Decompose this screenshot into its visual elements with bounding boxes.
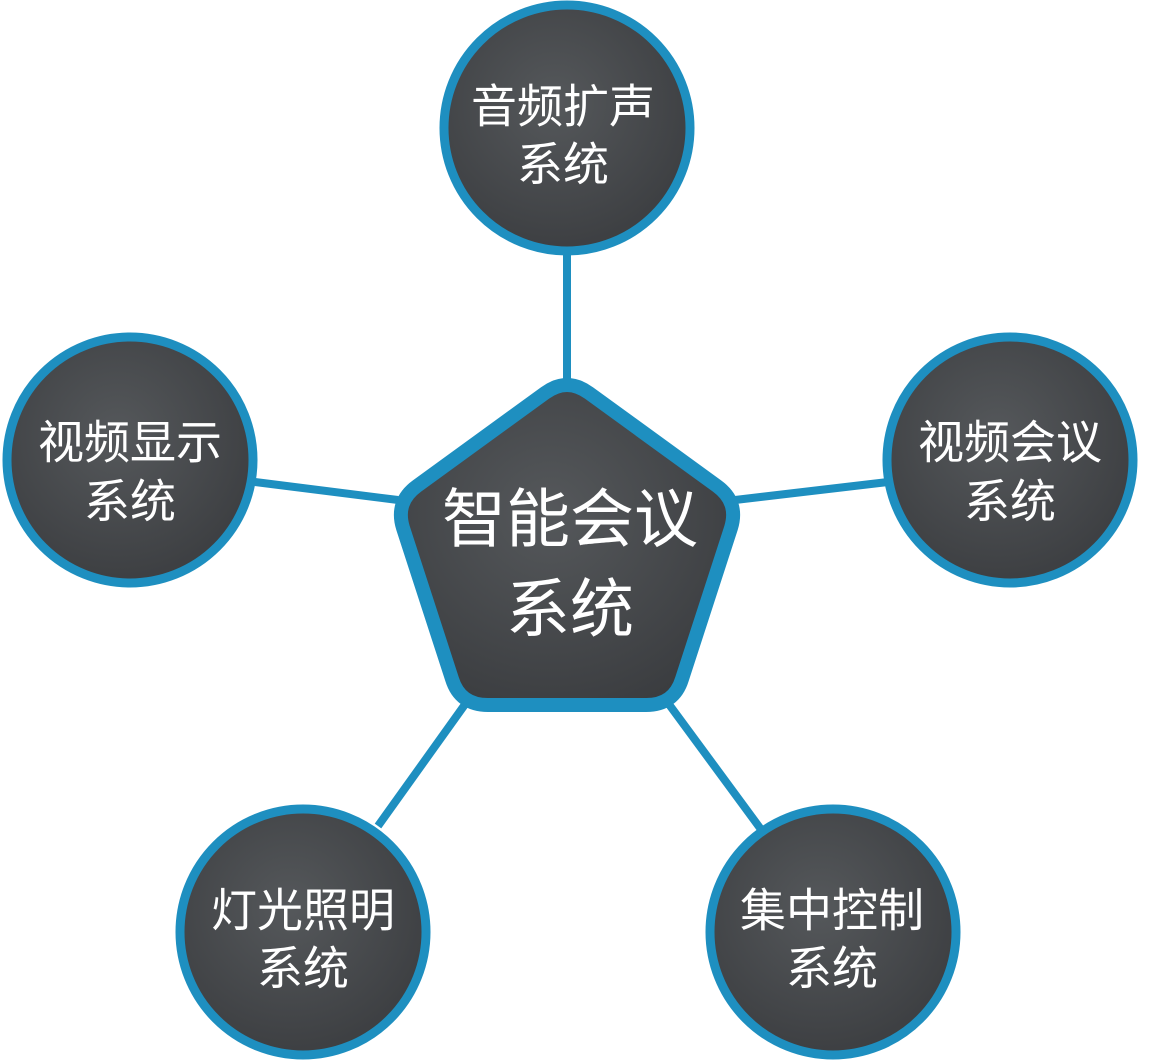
node-circle [439,0,695,256]
node-circle [2,332,258,588]
center-label-line1: 智能会议 [442,484,698,558]
node-circle [705,804,961,1060]
node-label-line1: 视频会议 [918,416,1102,470]
node-label-line1: 集中控制 [740,884,924,938]
node-label-line1: 音频扩声 [471,80,655,134]
center-pentagon [393,378,741,712]
center-label-line2: 系统 [506,574,634,648]
node-label-line2: 系统 [964,475,1056,529]
connector-video-display [254,478,399,504]
node-label-line1: 灯光照明 [211,884,395,938]
connector-central-control [664,700,764,831]
node-label-line2: 系统 [257,942,349,996]
connector-lighting [374,700,470,829]
node-label-line1: 视频显示 [38,416,222,470]
node-lighting-system: 灯光照明 系统 [175,804,431,1060]
node-circle [882,332,1138,588]
node-circle [175,804,431,1060]
node-label-line2: 系统 [786,942,878,996]
connector-video-conference [734,478,889,504]
node-video-display-system: 视频显示 系统 [2,332,258,588]
node-video-conference-system: 视频会议 系统 [882,332,1138,588]
connector-lines [254,255,889,831]
center-node: 智能会议 系统 [393,378,741,712]
node-label-line2: 系统 [84,475,176,529]
node-central-control-system: 集中控制 系统 [705,804,961,1060]
node-audio-system: 音频扩声 系统 [439,0,695,256]
node-label-line2: 系统 [517,138,609,192]
